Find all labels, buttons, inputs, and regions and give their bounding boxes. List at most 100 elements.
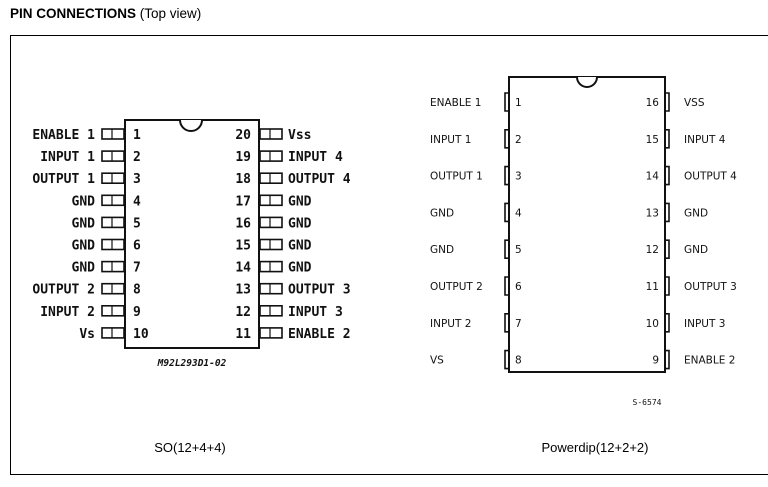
- dip-pin-name: OUTPUT 4: [684, 171, 737, 183]
- so-pin-lead: [101, 172, 125, 184]
- dip-pin-number: 9: [652, 355, 659, 367]
- so-pin-name: INPUT 3: [288, 305, 343, 320]
- so-caption: SO(12+4+4): [154, 440, 226, 455]
- so-pin-number: 1: [133, 128, 141, 143]
- so-pin-lead: [101, 238, 125, 251]
- dip-pin-lead: [665, 165, 670, 186]
- so-pin-number: 6: [133, 239, 141, 254]
- dip-pin-name: INPUT 1: [430, 134, 471, 146]
- so-pin-name: OUTPUT 3: [288, 283, 351, 298]
- so-pin-name: Vss: [288, 128, 311, 143]
- dip-pin-number: 1: [515, 97, 522, 109]
- so-pin-number: 7: [133, 261, 141, 276]
- so-pin-lead: [259, 304, 283, 317]
- dip-pin-number: 11: [646, 281, 659, 293]
- so-notch: [179, 119, 203, 132]
- so-pin-name: GND: [288, 216, 312, 231]
- so-pin-name: INPUT 1: [40, 150, 95, 165]
- title-suffix: (Top view): [139, 6, 202, 21]
- dip-pin-lead: [504, 276, 509, 296]
- so-pin-name: OUTPUT 2: [32, 283, 95, 298]
- so-pin-number: 8: [133, 283, 141, 298]
- dip-pin-name: INPUT 3: [684, 318, 725, 330]
- dip-pin-lead: [665, 239, 670, 259]
- dip-notch: [576, 76, 598, 88]
- so-pin-name: GND: [72, 216, 96, 231]
- so-pin-name: GND: [72, 239, 96, 254]
- so-pin-name: GND: [288, 261, 312, 276]
- so-pin-name: ENABLE 2: [288, 327, 351, 342]
- so-pin-lead: [101, 282, 125, 295]
- so-pin-name: GND: [288, 194, 312, 209]
- so-pin-lead: [101, 150, 125, 162]
- so-pin-name: OUTPUT 4: [288, 172, 351, 187]
- so-pin-number: 17: [235, 194, 251, 209]
- diagram-frame: [10, 35, 768, 475]
- so-pin-name: ENABLE 1: [32, 128, 95, 143]
- dip-pin-lead: [504, 129, 509, 149]
- so-pin-name: GND: [288, 239, 312, 254]
- dip-pin-lead: [504, 239, 509, 259]
- so-pin-name: INPUT 4: [288, 150, 343, 165]
- so-pin-number: 18: [235, 172, 251, 187]
- dip-pin-name: INPUT 4: [684, 134, 726, 146]
- so-pin-number: 9: [133, 305, 141, 320]
- so-pin-number: 13: [235, 283, 251, 298]
- dip-pin-number: 16: [646, 97, 660, 109]
- so-pin-number: 5: [133, 216, 141, 231]
- so-pin-lead: [259, 282, 283, 295]
- dip-pin-name: GND: [684, 207, 708, 219]
- dip-pin-number: 3: [515, 171, 522, 183]
- dip-pin-lead: [665, 313, 670, 333]
- dip-pin-name: ENABLE 2: [684, 355, 735, 367]
- dip-pin-name: OUTPUT 2: [430, 281, 483, 293]
- dip-pin-lead: [665, 129, 670, 149]
- dip-pin-name: ENABLE 1: [430, 97, 481, 109]
- dip-pin-lead: [665, 349, 670, 370]
- dip-pin-number: 13: [646, 207, 659, 219]
- so-pin-name: Vs: [79, 327, 95, 342]
- dip-pin-number: 15: [646, 134, 659, 146]
- dip-pin-number: 5: [515, 244, 522, 256]
- so-pin-number: 4: [133, 194, 141, 209]
- dip-pin-name: GND: [684, 244, 708, 256]
- so-pin-lead: [259, 260, 283, 273]
- dip-caption: Powerdip(12+2+2): [542, 440, 649, 455]
- dip-pin-name: GND: [430, 244, 454, 256]
- dip-pin-number: 7: [515, 318, 522, 330]
- so-pin-lead: [259, 128, 283, 140]
- so-pin-lead: [101, 216, 125, 229]
- so-pin-lead: [259, 194, 283, 207]
- dip-pin-name: VS: [430, 355, 444, 367]
- so-pin-name: GND: [72, 261, 96, 276]
- so-pin-number: 15: [235, 239, 251, 254]
- so-pin-lead: [259, 150, 283, 162]
- so-pin-name: INPUT 2: [40, 305, 95, 320]
- so-pin-lead: [101, 327, 125, 339]
- dip-pin-lead: [504, 313, 509, 333]
- dip-pin-number: 6: [515, 281, 522, 293]
- so-pin-lead: [101, 260, 125, 273]
- dip-pin-name: OUTPUT 1: [430, 171, 483, 183]
- dip-pin-name: VSS: [684, 97, 705, 109]
- dip-pin-lead: [504, 202, 509, 223]
- so-pin-lead: [259, 172, 283, 184]
- so-pin-lead: [101, 128, 125, 140]
- so-pin-number: 14: [235, 261, 251, 276]
- so-pin-number: 11: [235, 327, 251, 342]
- so-pin-name: OUTPUT 1: [32, 172, 95, 187]
- so-pin-number: 2: [133, 150, 141, 165]
- dip-pin-lead: [665, 276, 670, 296]
- page-title: PIN CONNECTIONS (Top view): [10, 6, 201, 21]
- dip-pin-number: 10: [646, 318, 659, 330]
- dip-pin-name: OUTPUT 3: [684, 281, 737, 293]
- so-pin-number: 20: [235, 128, 251, 143]
- so-pin-lead: [259, 216, 283, 229]
- dip-pin-number: 4: [515, 207, 522, 219]
- dip-pin-lead: [665, 202, 670, 223]
- so-pin-number: 10: [133, 327, 149, 342]
- title-bold: PIN CONNECTIONS: [10, 6, 137, 21]
- dip-pin-lead: [504, 92, 509, 112]
